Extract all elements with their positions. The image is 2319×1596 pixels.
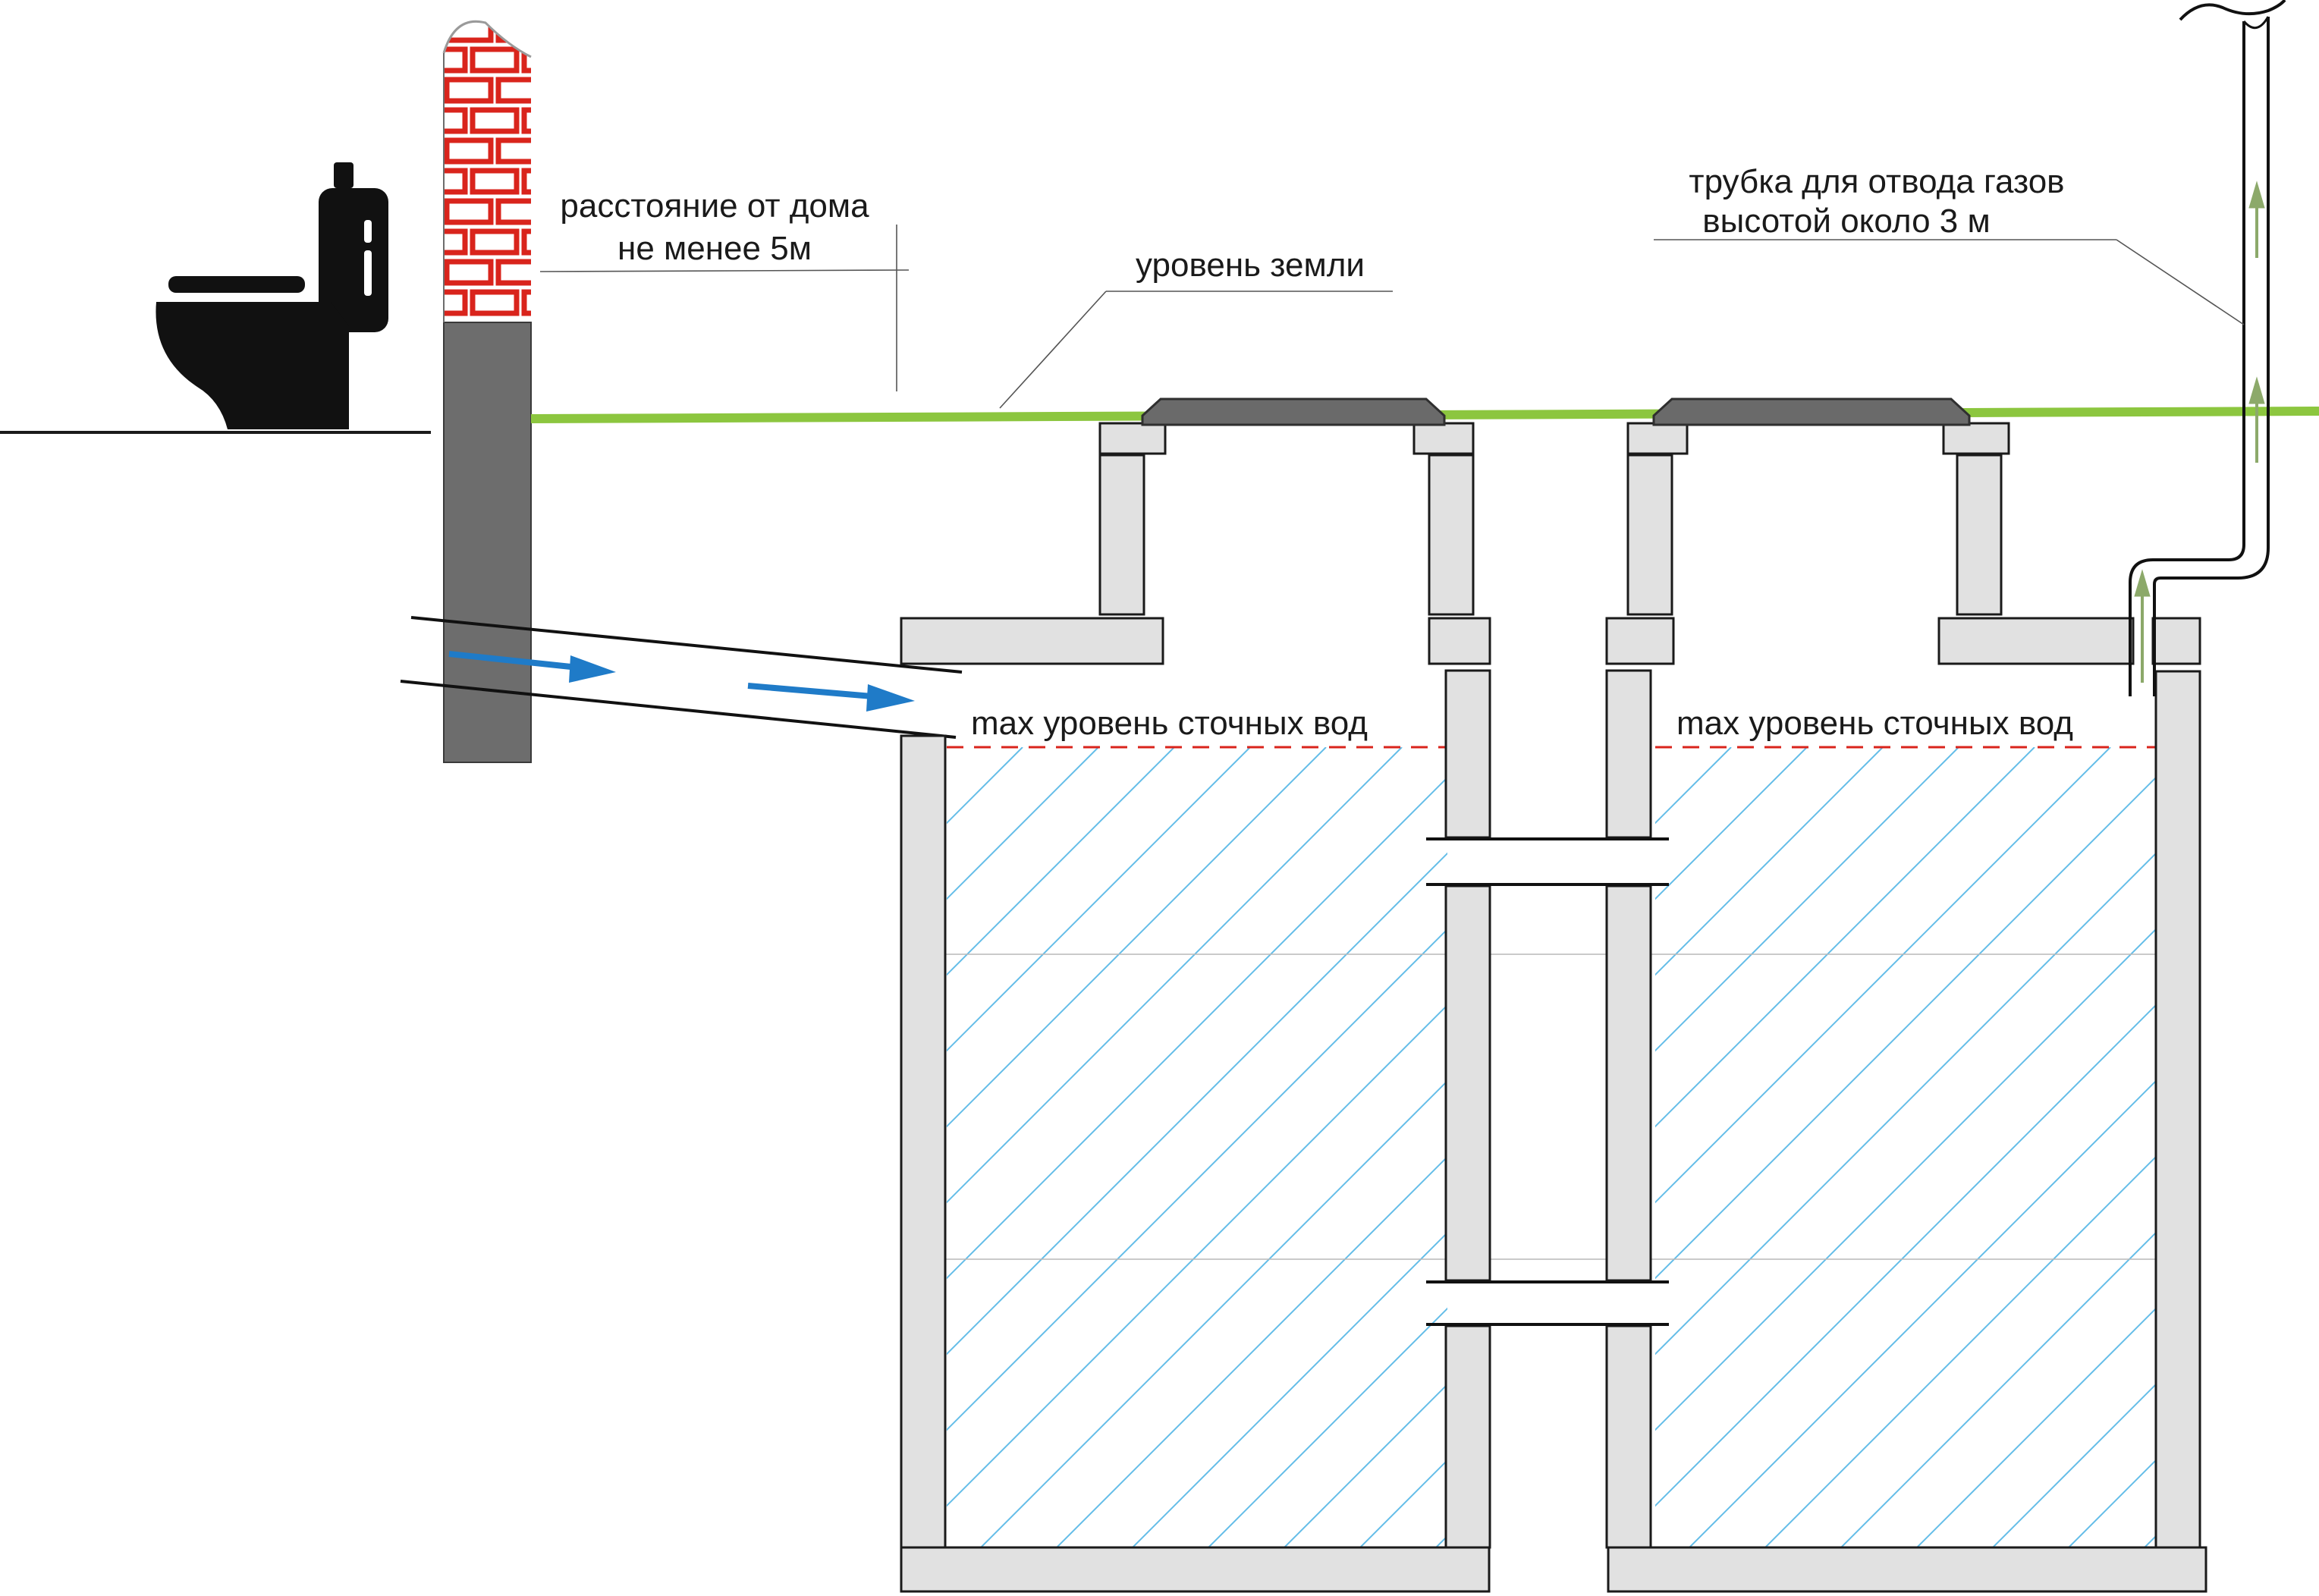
hatch-line [1655, 747, 1808, 900]
brick [444, 77, 494, 104]
brick [444, 259, 494, 286]
right-chamber [1607, 397, 2207, 1593]
hatch-line [980, 1079, 1447, 1547]
hatch-line [1916, 1307, 2156, 1547]
gas-vent-pipe [2129, 0, 2286, 696]
hatch-line [947, 747, 1251, 1052]
brick [495, 21, 531, 43]
center-partition [1426, 617, 1675, 1549]
brick [470, 289, 520, 316]
hatch-line [1056, 1155, 1447, 1547]
brick [495, 259, 531, 286]
ground-level-label: уровень земли [1136, 247, 1365, 284]
brick [444, 168, 468, 195]
hatch-line [1655, 852, 2156, 1356]
hatch-line [1655, 747, 2035, 1128]
hatch-line [947, 747, 1327, 1128]
hatch-line [1208, 1307, 1447, 1547]
max-level-label-right: max уровень сточных вод [1676, 705, 2073, 742]
gas-arrow-icon [2134, 181, 2265, 683]
hatch-line [1655, 776, 2156, 1280]
hatch-line [1689, 1079, 2156, 1547]
left-chamber [900, 397, 1491, 1593]
hatch-line [1132, 1231, 1447, 1547]
hatch-line [1655, 1004, 2156, 1507]
brick [521, 107, 531, 134]
brick [444, 198, 494, 225]
hatch-line [1655, 928, 2156, 1431]
gas-pipe-label-line1: трубка для отвода газов [1689, 163, 2064, 200]
hatch-line [1840, 1231, 2156, 1547]
brick [470, 228, 520, 256]
leader-lines [539, 225, 2245, 409]
hatch-line [947, 747, 1099, 900]
hatch-line [947, 1004, 1447, 1507]
toilet-icon [156, 162, 388, 429]
brick [521, 168, 531, 195]
hatch-line [947, 928, 1447, 1431]
distance-label-line1: расстояние от дома [560, 187, 869, 225]
brick [444, 107, 468, 134]
hatch-line [1655, 747, 1959, 1052]
brick [521, 46, 531, 74]
hatch-line [1655, 747, 1656, 749]
house-wall [442, 20, 532, 763]
gas-pipe-label-line2: высотой около 3 м [1702, 203, 1990, 240]
hatch-line [947, 747, 1175, 976]
brick [444, 289, 468, 316]
hatch-line [947, 747, 1403, 1204]
brick [495, 198, 531, 225]
hatch-line [1435, 1535, 1447, 1547]
hatch-line [1655, 747, 2111, 1204]
hatch-line [947, 852, 1447, 1356]
hatch-line [1764, 1155, 2156, 1547]
brick [495, 137, 531, 165]
distance-label-line2: не менее 5м [617, 230, 812, 267]
hatch-line [1284, 1383, 1447, 1547]
brick [470, 107, 520, 134]
brick [470, 168, 520, 195]
flow-arrow-icon [448, 651, 616, 683]
hatch-line [146, 747, 947, 1547]
hatch-line [1992, 1383, 2156, 1547]
water-hatch-left [146, 747, 1447, 1547]
brick [521, 289, 531, 316]
brick [444, 137, 494, 165]
brick [495, 77, 531, 104]
ring-seams [903, 954, 2200, 1260]
brick [521, 228, 531, 256]
flow-arrow-icon [747, 683, 915, 712]
hatch-line [947, 776, 1447, 1280]
water-hatch-right [1655, 747, 2156, 1547]
brick [444, 46, 468, 74]
max-level-label-left: max уровень сточных вод [971, 705, 1368, 742]
brick [470, 46, 520, 74]
inlet-pipe [400, 616, 963, 739]
brick [444, 228, 468, 256]
hatch-line [1655, 747, 1884, 976]
